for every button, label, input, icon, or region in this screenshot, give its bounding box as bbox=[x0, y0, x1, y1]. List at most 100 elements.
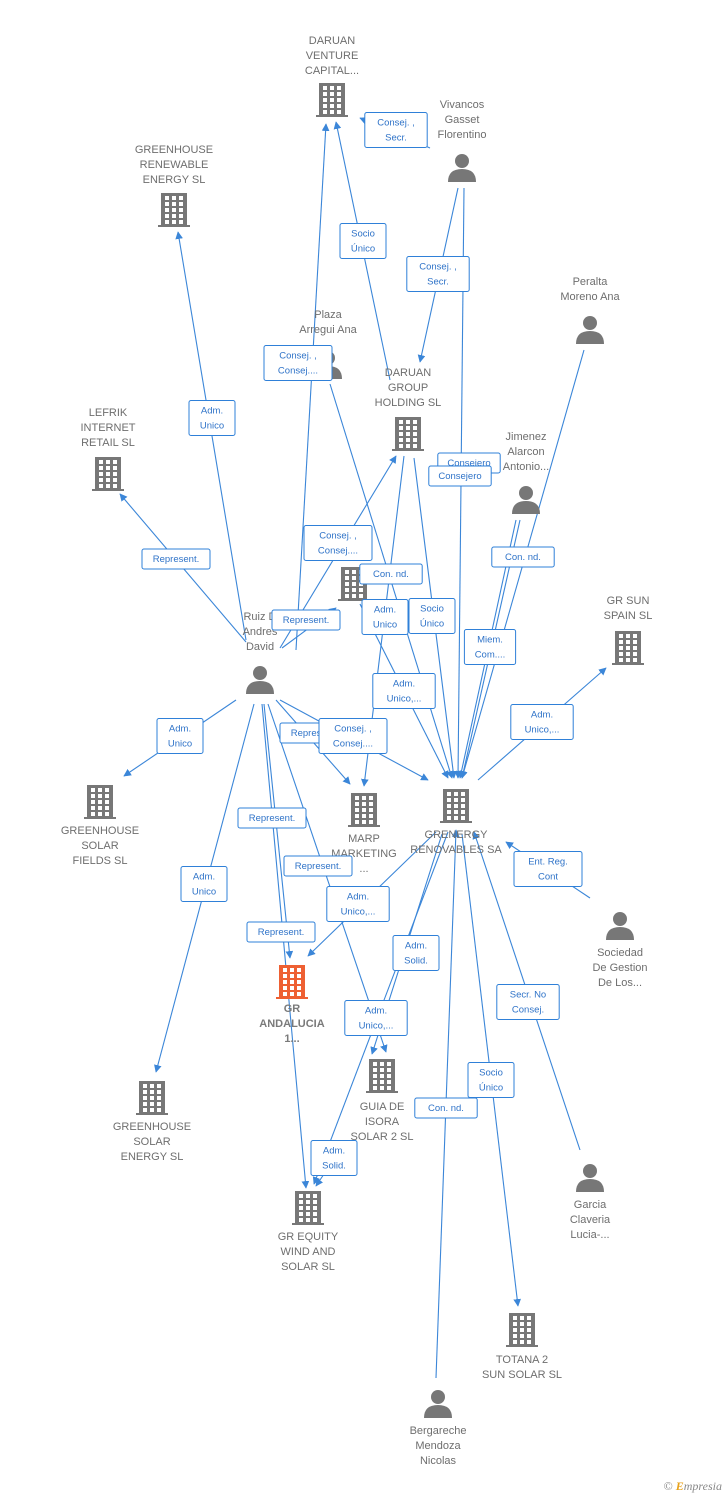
edge-label-text: Represent. bbox=[283, 615, 329, 626]
person-node-garcia[interactable]: GarciaClaveriaLucia-... bbox=[570, 1164, 611, 1241]
node-label: VENTURE bbox=[306, 50, 359, 62]
node-label: ISORA bbox=[365, 1116, 400, 1128]
edge-label-text: Consej.... bbox=[333, 739, 373, 750]
edge-label: Con. nd. bbox=[359, 563, 423, 585]
node-label: Ruiz D bbox=[243, 611, 276, 623]
node-label: Peralta bbox=[573, 276, 609, 288]
edge-label-text: Adm. bbox=[323, 1146, 345, 1157]
edge-label-text: Único bbox=[351, 244, 375, 255]
node-label: Lucia-... bbox=[570, 1229, 609, 1241]
company-node-grenergy[interactable]: GRENERGY RENOVABLES SA bbox=[410, 789, 502, 856]
person-icon bbox=[576, 316, 604, 344]
edge-label: Represent. bbox=[141, 548, 211, 570]
node-label: GREENHOUSE bbox=[113, 1121, 191, 1133]
edge-label-text: Unico bbox=[373, 620, 397, 631]
node-label: 1... bbox=[284, 1033, 299, 1045]
node-label: GUIA DE bbox=[360, 1101, 405, 1113]
node-label: SPAIN SL bbox=[604, 610, 653, 622]
edge-label-text: Único bbox=[420, 619, 444, 630]
edge-label-text: Secr. No bbox=[510, 990, 546, 1001]
node-label: MARP bbox=[348, 833, 380, 845]
node-label: RENOVABLES SA bbox=[410, 844, 502, 856]
node-label: Claveria bbox=[570, 1214, 611, 1226]
node-label: De Gestion bbox=[592, 962, 647, 974]
edge-label-text: Con. nd. bbox=[428, 1103, 464, 1114]
person-node-jimenez[interactable]: JimenezAlarconAntonio... bbox=[503, 431, 549, 514]
node-label: CAPITAL... bbox=[305, 65, 359, 77]
edge-label: Consej. ,Consej.... bbox=[263, 345, 333, 381]
node-label: HOLDING SL bbox=[375, 397, 442, 409]
building-icon bbox=[92, 457, 124, 491]
edge-label-text: Cont bbox=[538, 872, 558, 883]
building-icon bbox=[316, 83, 348, 117]
edge-label: Con. nd. bbox=[491, 546, 555, 568]
node-label: ENERGY SL bbox=[121, 1151, 184, 1163]
edge-label-text: Adm. bbox=[365, 1006, 387, 1017]
node-label: INTERNET bbox=[81, 422, 136, 434]
empresia-logo: ©Empresia bbox=[664, 1479, 722, 1494]
person-icon bbox=[246, 666, 274, 694]
node-label: Andres bbox=[243, 626, 278, 638]
node-label: GRENERGY bbox=[425, 829, 489, 841]
node-label: Vivancos bbox=[440, 99, 485, 111]
building-icon bbox=[366, 1059, 398, 1093]
node-label: ... bbox=[359, 863, 368, 875]
edge-label-text: Represent. bbox=[258, 927, 304, 938]
edge-label: Miem.Com.... bbox=[463, 629, 517, 665]
person-node-sociedad[interactable]: Sociedad De Gestion De Los... bbox=[592, 912, 648, 989]
node-label: Gasset bbox=[445, 114, 480, 126]
edge-label: Adm.Unico,... bbox=[326, 886, 390, 922]
edge-label-text: Secr. bbox=[427, 277, 449, 288]
node-label: Plaza bbox=[314, 309, 342, 321]
node-label: SOLAR bbox=[81, 840, 118, 852]
edge-label-text: Unico bbox=[200, 421, 224, 432]
edge-label-text: Unico,... bbox=[525, 725, 560, 736]
edge-label-text: Único bbox=[479, 1083, 503, 1094]
building-icon bbox=[392, 417, 424, 451]
node-label: GROUP bbox=[388, 382, 428, 394]
edge-label-text: Unico,... bbox=[387, 694, 422, 705]
company-node-greenhouse-solar-energy[interactable]: GREENHOUSE SOLAR ENERGY SL bbox=[113, 1081, 191, 1163]
edge-label-text: Con. nd. bbox=[505, 552, 541, 563]
building-icon bbox=[276, 965, 308, 999]
edge-label-text: Consejero bbox=[447, 458, 490, 469]
nodes-layer: DARUANVENTURECAPITAL...VivancosGassetFlo… bbox=[61, 35, 652, 1467]
edge-label-text: Adm. bbox=[193, 872, 215, 883]
node-label: Arregui Ana bbox=[299, 324, 357, 336]
node-label: De Los... bbox=[598, 977, 642, 989]
node-label: Sociedad bbox=[597, 947, 643, 959]
edge-label-text: Represent. bbox=[291, 728, 337, 739]
edge-label-text: Solid. bbox=[322, 1161, 346, 1172]
relation-edge bbox=[263, 703, 294, 959]
relation-edge bbox=[267, 703, 388, 1053]
node-label: SOLAR bbox=[133, 1136, 170, 1148]
node-label: RETAIL SL bbox=[81, 437, 135, 449]
company-node-daruan-venture[interactable]: DARUANVENTURECAPITAL... bbox=[305, 35, 359, 117]
edge-label: Consej. ,Secr. bbox=[406, 256, 470, 292]
edge-label-text: Adm. bbox=[347, 892, 369, 903]
person-icon bbox=[512, 486, 540, 514]
node-label: GREENHOUSE bbox=[135, 144, 213, 156]
company-node-gr-andalucia[interactable]: GRANDALUCIA1... bbox=[259, 965, 325, 1045]
edge-label: Adm.Solid. bbox=[392, 935, 440, 971]
node-label: David bbox=[246, 641, 274, 653]
edge-label-text: Consej. , bbox=[334, 724, 372, 735]
edge-label-text: Consejero bbox=[438, 471, 481, 482]
node-label: Alarcon bbox=[507, 446, 544, 458]
node-label: TOTANA 2 bbox=[496, 1354, 548, 1366]
edge-label-text: Miem. bbox=[477, 635, 503, 646]
